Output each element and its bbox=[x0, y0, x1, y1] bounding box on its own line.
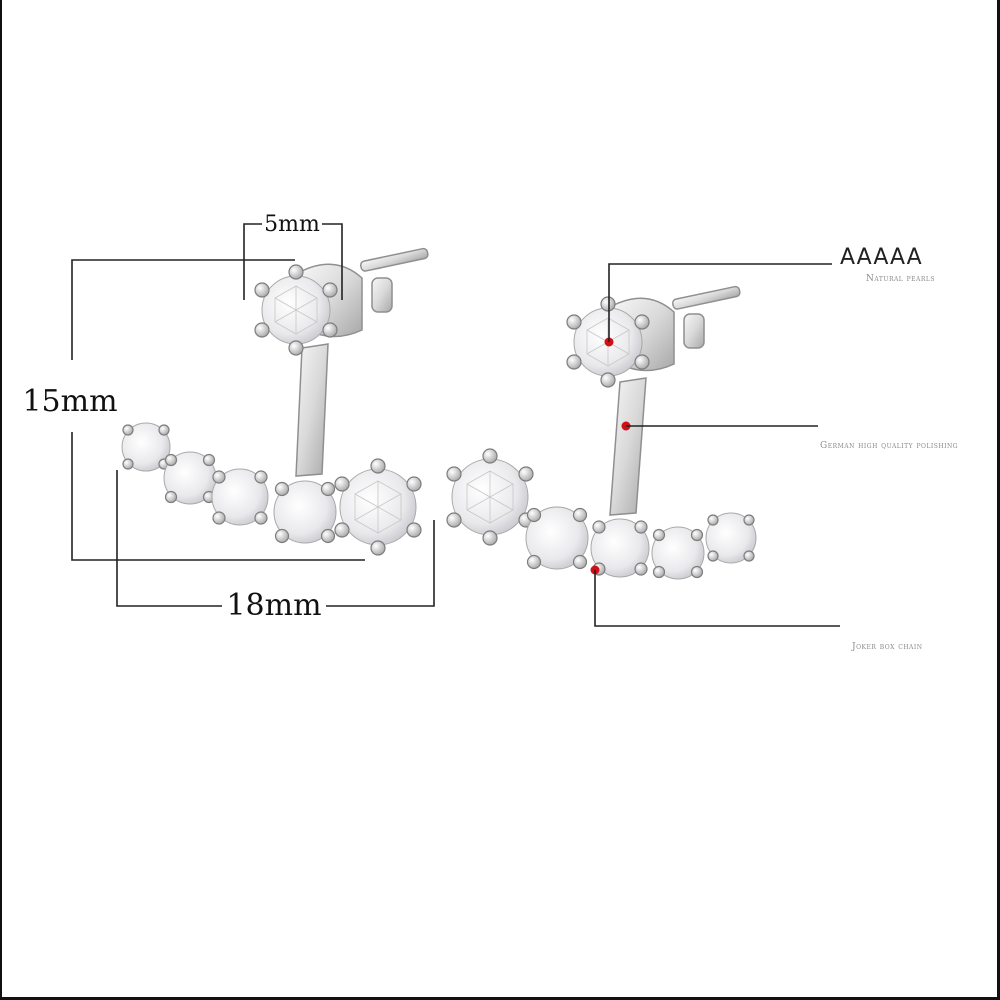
dimension-15mm: 15mm bbox=[22, 259, 365, 561]
left-stone-row bbox=[121, 422, 422, 556]
dimension-5mm: 5mm bbox=[243, 212, 343, 300]
left-earring bbox=[121, 247, 429, 556]
callout-polishing: German high quality polishing bbox=[621, 421, 958, 451]
left-top-stone bbox=[254, 264, 338, 356]
dimension-5mm-label: 5mm bbox=[264, 212, 320, 237]
callout-chain-label: Joker box chain bbox=[851, 642, 923, 652]
dimension-18mm: 18mm bbox=[116, 470, 435, 623]
right-stone-row bbox=[446, 448, 757, 580]
dimension-15mm-label: 15mm bbox=[22, 384, 117, 419]
dimension-18mm-label: 18mm bbox=[226, 588, 321, 623]
callout-polishing-label: German high quality polishing bbox=[820, 441, 958, 451]
right-earring-bar bbox=[609, 377, 647, 516]
right-earring bbox=[446, 285, 757, 580]
callout-natural-pearls: Natural pearls bbox=[866, 274, 935, 284]
callout-grade: AAAAA Natural pearls bbox=[604, 245, 935, 347]
grade-label: AAAAA bbox=[840, 245, 923, 270]
callout-chain: Joker box chain bbox=[590, 565, 923, 652]
left-earring-bar bbox=[295, 343, 329, 477]
